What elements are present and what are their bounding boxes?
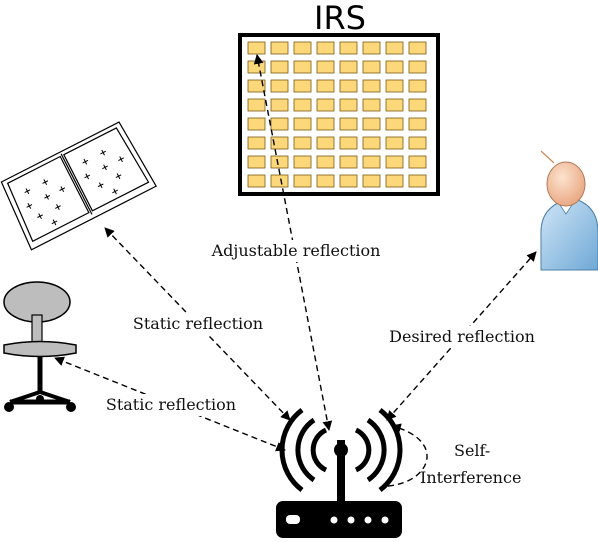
- irs-element: [270, 174, 289, 188]
- irs-element: [339, 60, 358, 74]
- label-static-reflection-top: Static reflection: [128, 313, 268, 335]
- irs-element: [293, 174, 312, 188]
- irs-element: [270, 155, 289, 169]
- irs-element: [385, 79, 404, 93]
- book-dot: [97, 182, 104, 189]
- irs-element: [385, 60, 404, 74]
- irs-element: [247, 136, 266, 150]
- irs-element: [408, 60, 427, 74]
- book-dot: [51, 219, 58, 226]
- irs-element: [339, 174, 358, 188]
- irs-element: [316, 155, 335, 169]
- irs-element: [408, 155, 427, 169]
- irs-element: [408, 41, 427, 55]
- label-static-reflection-bottom: Static reflection: [101, 394, 242, 416]
- book-dot: [37, 213, 44, 220]
- label-desired-reflection: Desired reflection: [386, 326, 538, 348]
- self-interference-arrow: [387, 423, 428, 487]
- irs-element: [270, 79, 289, 93]
- irs-element: [362, 79, 381, 93]
- irs-element: [270, 60, 289, 74]
- irs-element: [270, 41, 289, 55]
- book-dot: [44, 193, 51, 200]
- irs-element: [339, 155, 358, 169]
- irs-element: [316, 117, 335, 131]
- irs-element: [316, 174, 335, 188]
- irs-element: [316, 60, 335, 74]
- irs-element: [339, 79, 358, 93]
- irs-element: [270, 98, 289, 112]
- book-dot: [118, 156, 124, 163]
- book-dot: [26, 203, 33, 209]
- irs-element: [247, 41, 266, 55]
- irs-title: IRS: [314, 0, 366, 37]
- irs-element: [362, 136, 381, 150]
- irs-element: [293, 79, 312, 93]
- irs-element: [293, 117, 312, 131]
- irs-element: [247, 174, 266, 188]
- static-reflection-bottom-label: Static reflection: [106, 395, 236, 414]
- book-dot: [100, 149, 107, 156]
- book-dot: [84, 173, 91, 180]
- irs-element: [362, 98, 381, 112]
- user-avatar-icon: [540, 150, 598, 271]
- book-dot: [112, 188, 118, 195]
- irs-element: [385, 41, 404, 55]
- irs-element: [408, 136, 427, 150]
- irs-element: [385, 98, 404, 112]
- book-dot: [102, 164, 108, 171]
- self-interference-line2: Interference: [420, 468, 521, 487]
- irs-element: [362, 117, 381, 131]
- irs-element: [339, 136, 358, 150]
- irs-element: [293, 98, 312, 112]
- irs-element: [247, 60, 266, 74]
- irs-element: [316, 98, 335, 112]
- irs-element: [362, 60, 381, 74]
- label-self-interference: Self- Interference: [420, 441, 521, 487]
- static-reflection-top-label: Static reflection: [133, 314, 263, 333]
- book-dot: [24, 188, 31, 195]
- book-dot: [59, 186, 66, 193]
- irs-element: [362, 41, 381, 55]
- irs-element: [339, 98, 358, 112]
- irs-panel-icon: [238, 33, 440, 196]
- irs-element: [316, 136, 335, 150]
- book-dot: [42, 179, 49, 186]
- irs-element: [385, 155, 404, 169]
- irs-element: [247, 155, 266, 169]
- open-book-icon: [0, 121, 158, 251]
- irs-element: [316, 41, 335, 55]
- irs-element: [247, 117, 266, 131]
- irs-element: [385, 117, 404, 131]
- irs-element: [408, 117, 427, 131]
- irs-element: [270, 117, 289, 131]
- irs-element: [247, 98, 266, 112]
- irs-element: [362, 174, 381, 188]
- irs-element: [408, 98, 427, 112]
- book-dot: [55, 204, 61, 210]
- irs-element: [293, 41, 312, 55]
- irs-element: [293, 136, 312, 150]
- irs-element: [293, 60, 312, 74]
- irs-element: [385, 136, 404, 150]
- irs-element: [385, 174, 404, 188]
- irs-element: [293, 155, 312, 169]
- adjustable-reflection-label: Adjustable reflection: [211, 241, 381, 260]
- book-dots: [24, 149, 124, 226]
- label-adjustable-reflection: Adjustable reflection: [206, 240, 386, 262]
- desired-reflection-label: Desired reflection: [389, 327, 535, 346]
- irs-element: [316, 79, 335, 93]
- irs-element: [362, 155, 381, 169]
- irs-element: [339, 41, 358, 55]
- book-dot: [115, 173, 122, 180]
- book-dot: [82, 158, 89, 165]
- office-chair-icon: [3, 281, 77, 412]
- irs-element: [339, 117, 358, 131]
- wifi-router-icon: [276, 408, 403, 538]
- self-interference-line1: Self-: [454, 441, 490, 460]
- irs-element: [408, 79, 427, 93]
- irs-element: [408, 174, 427, 188]
